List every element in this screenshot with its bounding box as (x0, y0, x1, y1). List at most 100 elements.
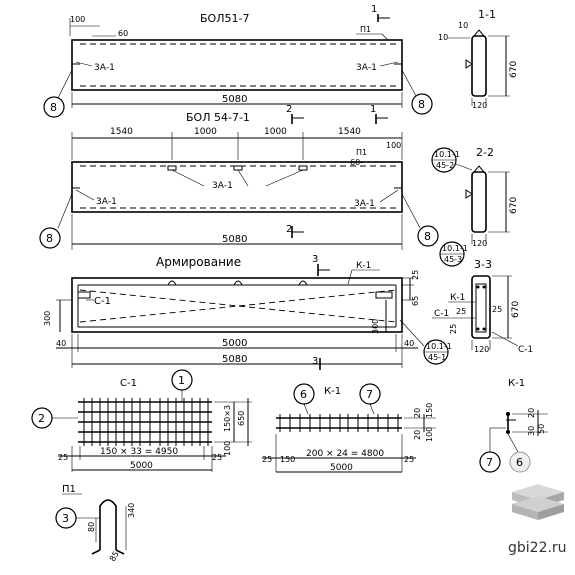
svg-text:150: 150 (425, 403, 434, 418)
view-armirovanie: Армирование 3 К-1 С-1 300 300 25 65 (43, 254, 452, 370)
za-label-mid: 3А-1 (212, 181, 233, 191)
svg-text:10.1-1: 10.1-1 (434, 150, 460, 159)
frame-bars (276, 414, 402, 432)
dim-60: 60 (118, 29, 128, 38)
section-profile (471, 35, 487, 97)
svg-text:45-3: 45-3 (444, 255, 462, 264)
za-label-right: 3А-1 (356, 63, 377, 73)
callout-bubble-8-right (417, 225, 439, 247)
svg-text:2: 2 (38, 412, 45, 425)
view-title: БОЛ51-7 (200, 12, 249, 25)
watermark: gbi22.ru (508, 484, 567, 556)
k1-label: К-1 (450, 293, 465, 303)
svg-text:25: 25 (456, 307, 466, 316)
callout-bubble-7 (479, 451, 501, 473)
svg-text:45-1: 45-1 (428, 353, 446, 362)
za-label-left: 3А-1 (96, 197, 117, 207)
beam-outline (71, 277, 403, 333)
section-3-3: 10.1-1 45-3 3-3 К-1 С-1 25 25 25 670 120… (432, 241, 533, 355)
callout-bubble-6 (509, 451, 531, 473)
c1-label: С-1 (434, 309, 449, 319)
width-dim: 120 (474, 345, 489, 354)
k1-section-title: К-1 (508, 378, 525, 389)
c1-label: С-1 (94, 296, 111, 307)
svg-text:80: 80 (87, 522, 96, 532)
callout-bubble-8-right (411, 93, 433, 115)
svg-text:40: 40 (56, 339, 66, 348)
svg-text:100: 100 (223, 441, 232, 456)
width-dim: 120 (472, 101, 487, 110)
svg-text:1540: 1540 (110, 127, 133, 137)
length-dim: 5080 (222, 94, 247, 105)
svg-text:25: 25 (212, 453, 222, 462)
frame-k1: К-1 6 7 20 150 20 100 (262, 383, 436, 473)
k1-section: К-1 20 30 50 7 6 (479, 378, 548, 473)
svg-text:С-1: С-1 (518, 345, 533, 355)
svg-text:150×3: 150×3 (223, 405, 232, 432)
svg-text:1000: 1000 (194, 127, 217, 137)
svg-text:25: 25 (449, 324, 458, 334)
svg-text:40: 40 (404, 339, 414, 348)
svg-text:25: 25 (58, 453, 68, 462)
section-marker-1: 1 (370, 104, 376, 115)
svg-text:1: 1 (178, 374, 185, 387)
height-dim: 670 (509, 61, 519, 78)
view-bol54-7-1: БОЛ 54-7-1 2 1 1540 1000 1000 1540 П1 10… (39, 104, 439, 250)
svg-text:25: 25 (411, 270, 420, 280)
svg-text:1000: 1000 (264, 127, 287, 137)
svg-text:8: 8 (424, 230, 431, 243)
svg-text:10: 10 (458, 21, 468, 30)
callout-bubble-8-left (43, 96, 65, 118)
length-dim: 5080 (222, 234, 247, 245)
svg-text:100: 100 (425, 427, 434, 442)
svg-text:25: 25 (492, 305, 502, 314)
svg-text:10.1-1: 10.1-1 (442, 244, 468, 253)
svg-text:8: 8 (46, 232, 53, 245)
view-title: БОЛ 54-7-1 (186, 111, 250, 124)
svg-text:85: 85 (108, 550, 121, 563)
svg-text:45-2: 45-2 (436, 161, 454, 170)
total-length-dim: 5080 (222, 354, 247, 365)
section-title: 1-1 (478, 8, 496, 21)
section-profile (471, 171, 487, 233)
svg-text:3: 3 (312, 356, 318, 367)
svg-text:100: 100 (386, 141, 401, 150)
beam-outline (71, 161, 403, 213)
height-dim: 670 (509, 197, 519, 214)
width-dim: 120 (472, 239, 487, 248)
k1-label: К-1 (356, 261, 371, 271)
mesh-c1: С-1 1 2 150 (31, 369, 252, 472)
dim-100: 100 (70, 15, 85, 24)
section-title: 3-3 (474, 258, 492, 271)
beam-outline (71, 39, 403, 91)
svg-text:8: 8 (50, 101, 57, 114)
svg-text:1540: 1540 (338, 127, 361, 137)
za-label-left: 3А-1 (94, 63, 115, 73)
section-1-1: 1-1 10 10 670 120 (438, 8, 519, 110)
za-label-right: 3А-1 (354, 199, 375, 209)
svg-text:20: 20 (413, 430, 422, 440)
loop-shape (99, 499, 117, 550)
svg-text:20: 20 (413, 408, 422, 418)
svg-text:10.1-1: 10.1-1 (426, 342, 452, 351)
svg-text:30: 30 (527, 426, 536, 436)
view-bol51-7: БОЛ51-7 100 60 1 П1 3А-1 3А-1 5080 8 8 (43, 4, 433, 118)
svg-text:650: 650 (237, 411, 246, 426)
svg-text:7: 7 (366, 388, 373, 401)
length-dim: 5000 (330, 463, 353, 473)
svg-text:25: 25 (404, 455, 414, 464)
mesh-title: С-1 (120, 378, 137, 389)
section-profile (471, 275, 491, 339)
svg-text:6: 6 (300, 388, 307, 401)
frame-title: К-1 (324, 386, 341, 397)
svg-text:10: 10 (438, 33, 448, 42)
inner-length-dim: 5000 (222, 338, 247, 349)
lifting-loop-p1: П1 340 80 85 3 (55, 484, 136, 563)
height-dim: 670 (511, 301, 521, 318)
section-marker-1: 1 (371, 4, 377, 15)
spacing-dim: 200 × 24 = 4800 (306, 449, 384, 459)
length-dim: 5000 (130, 461, 153, 471)
view-title: Армирование (156, 255, 241, 269)
svg-text:3: 3 (312, 254, 318, 265)
